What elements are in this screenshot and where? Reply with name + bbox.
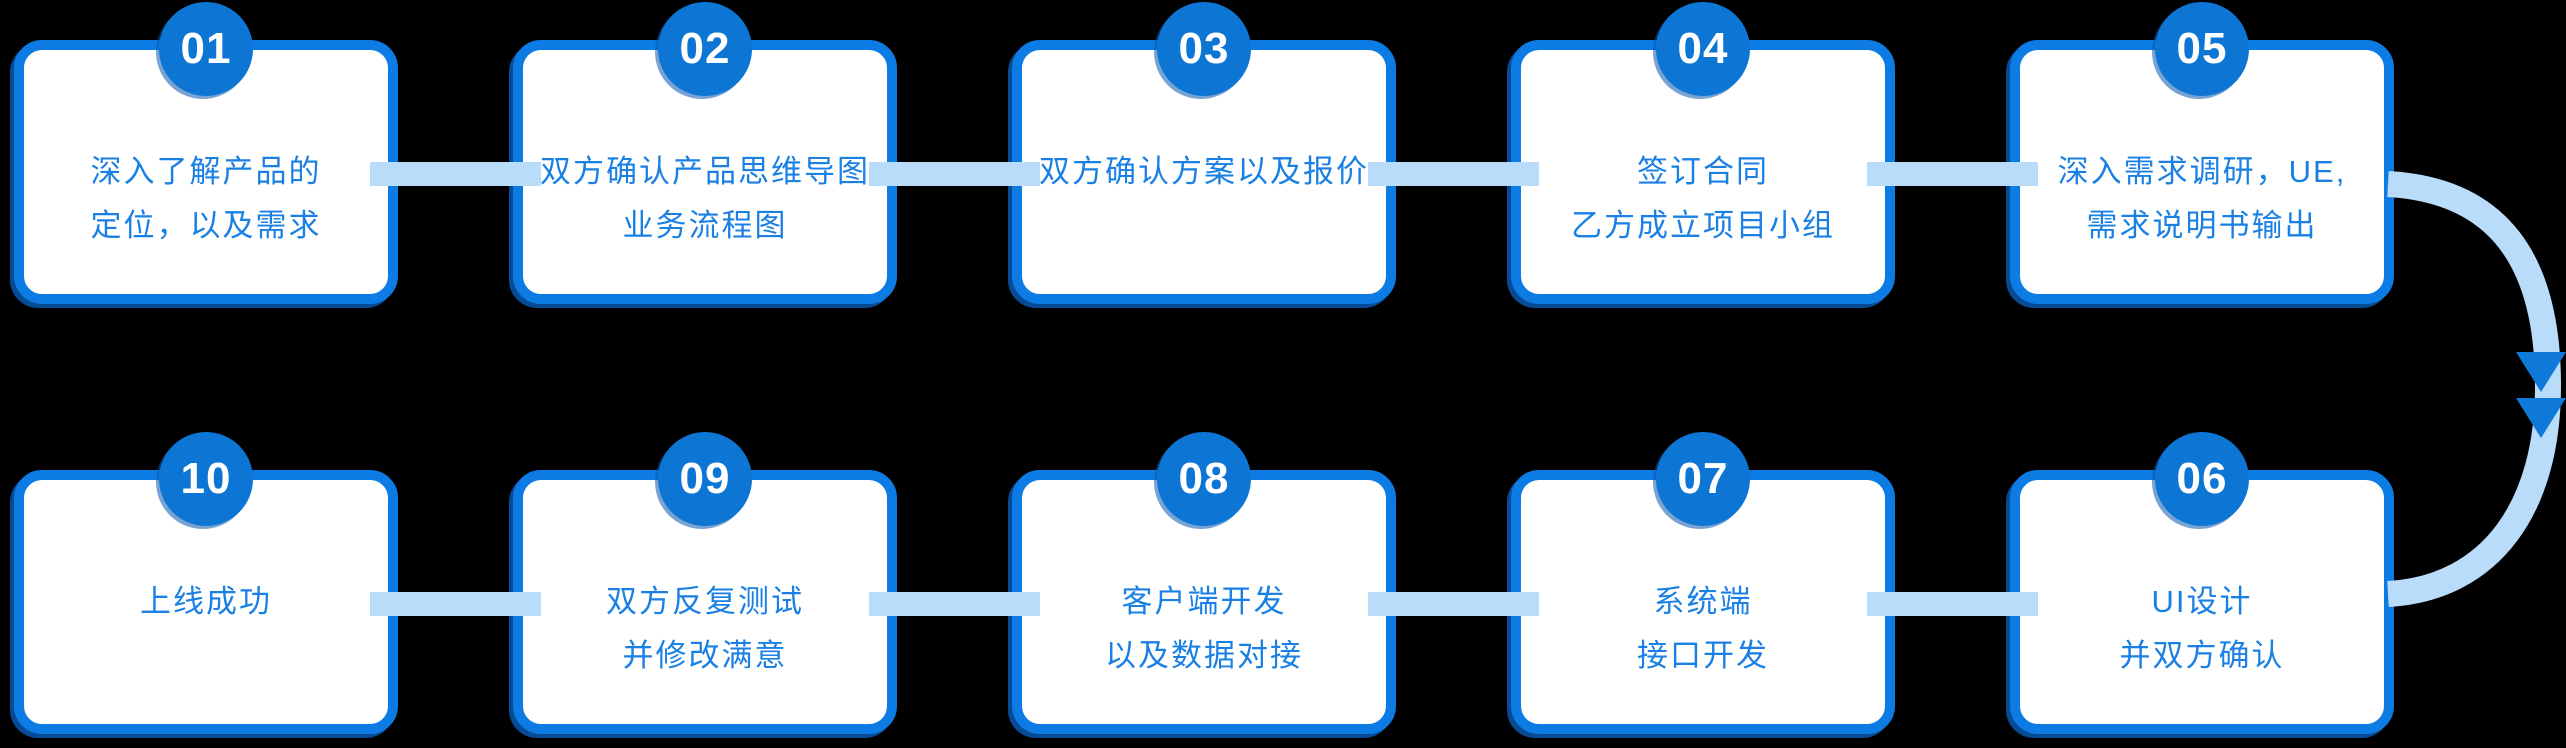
step-text: 系统端 接口开发: [1637, 584, 1769, 673]
step-number: 03: [1178, 24, 1230, 73]
step-number: 05: [2176, 24, 2228, 73]
step-number-badge: 10: [159, 432, 253, 526]
step-text: 客户端开发 以及数据对接: [1105, 584, 1303, 673]
step-card-06: 06 UI设计 并双方确认: [2010, 432, 2394, 734]
curved-flow-arrow-path: [2387, 171, 2562, 607]
step-card-01: 01 深入了解产品的 定位，以及需求: [14, 2, 398, 304]
step-number-badge: 09: [658, 432, 752, 526]
step-card-07: 07 系统端 接口开发: [1511, 432, 1895, 734]
step-number: 07: [1677, 454, 1729, 503]
step-card-08: 08 客户端开发 以及数据对接: [1012, 432, 1396, 734]
connector-line: [1368, 162, 1539, 186]
step-number-badge: 06: [2155, 432, 2249, 526]
step-text: 深入了解产品的 定位，以及需求: [90, 154, 322, 243]
step-number-badge: 05: [2155, 2, 2249, 96]
step-card-05: 05 深入需求调研，UE, 需求说明书输出: [2010, 2, 2394, 304]
step-text: 双方反复测试 并修改满意: [606, 584, 804, 673]
step-text: 双方确认产品思维导图 业务流程图: [540, 154, 870, 243]
connector-line: [869, 592, 1040, 616]
step-number-badge: 04: [1656, 2, 1750, 96]
connector-line: [1867, 592, 2038, 616]
connector-line: [1867, 162, 2038, 186]
connector-line: [370, 162, 541, 186]
step-number: 04: [1677, 24, 1729, 73]
step-number-badge: 03: [1157, 2, 1251, 96]
step-number: 06: [2176, 454, 2228, 503]
step-text: 上线成功: [140, 584, 272, 619]
step-number: 01: [180, 24, 232, 73]
arrowhead-icon: [2516, 352, 2566, 392]
step-number: 09: [679, 454, 731, 503]
connector-line: [1368, 592, 1539, 616]
connector-line: [370, 592, 541, 616]
step-card-03: 03 双方确认方案以及报价: [1012, 2, 1396, 304]
step-number-badge: 02: [658, 2, 752, 96]
step-card-04: 04 签订合同 乙方成立项目小组: [1511, 2, 1895, 304]
step-text: 双方确认方案以及报价: [1039, 154, 1369, 189]
double-down-arrowhead-icon: [2516, 352, 2566, 438]
step-number-badge: 07: [1656, 432, 1750, 526]
step-number: 08: [1178, 454, 1230, 503]
step-number: 02: [679, 24, 731, 73]
step-text: 签订合同 乙方成立项目小组: [1571, 154, 1835, 243]
step-number-badge: 01: [159, 2, 253, 96]
step-text: UI设计 并双方确认: [2119, 584, 2285, 673]
step-card-09: 09 双方反复测试 并修改满意: [513, 432, 897, 734]
step-card-02: 02 双方确认产品思维导图 业务流程图: [513, 2, 897, 304]
step-card-10: 10 上线成功: [14, 432, 398, 734]
step-number-badge: 08: [1157, 432, 1251, 526]
arrowhead-icon: [2516, 398, 2566, 438]
step-text: 深入需求调研，UE, 需求说明书输出: [2057, 154, 2347, 243]
connector-line: [869, 162, 1040, 186]
step-number: 10: [180, 454, 232, 503]
